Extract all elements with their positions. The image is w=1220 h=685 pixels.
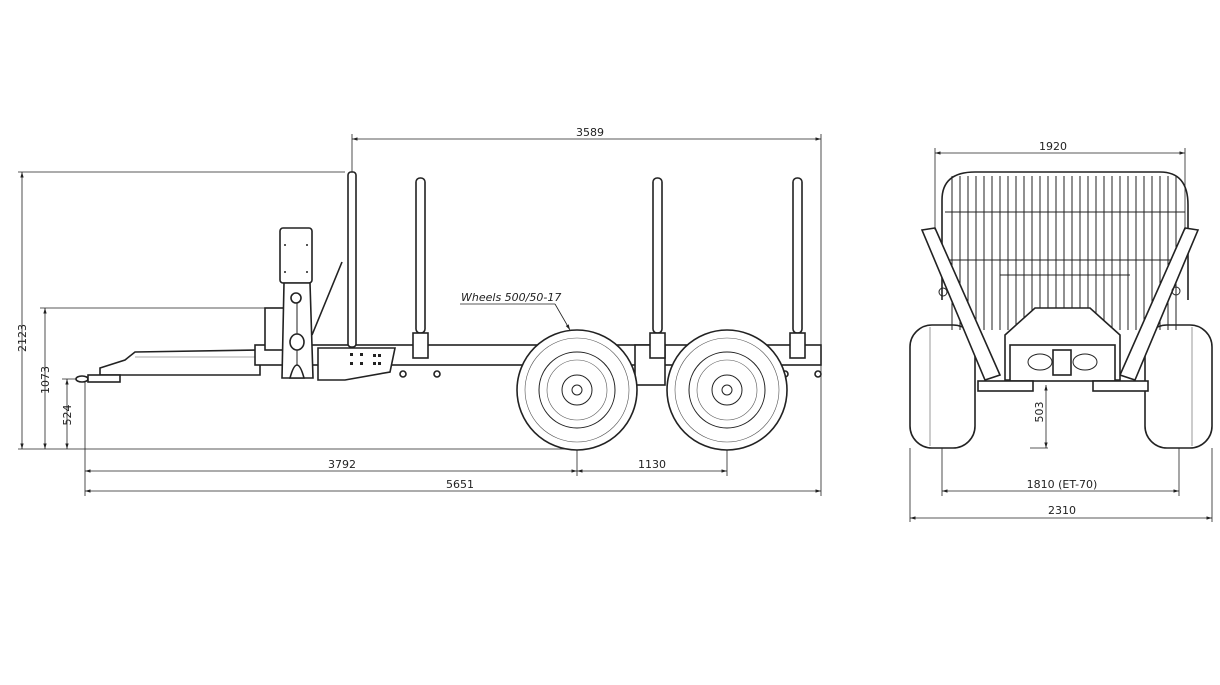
- dim-label-bunk-length: 3589: [576, 126, 604, 139]
- side-view: 2123 1073 524 3792 1130 5651 3589: [16, 126, 822, 496]
- wheel-front: [516, 329, 638, 451]
- dim-label-overall-height: 2123: [16, 324, 29, 352]
- dim-label-overall-width: 2310: [1048, 504, 1076, 517]
- dim-label-frame-height: 1073: [39, 366, 52, 394]
- arm-left: [920, 227, 1002, 381]
- dim-label-ground-clearance: 503: [1033, 402, 1046, 423]
- crane-column: [279, 227, 343, 379]
- stakes: [347, 171, 806, 359]
- dim-label-track-width: 1810 (ET-70): [1027, 478, 1098, 491]
- wheel-rear: [666, 329, 788, 451]
- drawbar: [75, 349, 261, 383]
- dim-label-overall-length: 5651: [446, 478, 474, 491]
- bunk-grille: [941, 171, 1189, 330]
- dim-label-bunk-width: 1920: [1039, 140, 1067, 153]
- dim-label-hitch-height: 524: [61, 405, 74, 426]
- rear-view: 1920 503 1810 (ET-70) 2310: [909, 140, 1213, 522]
- tire-left: [909, 324, 976, 449]
- tire-right: [1144, 324, 1213, 449]
- dim-label-axle-spacing: 1130: [638, 458, 666, 471]
- wheels-label: Wheels 500/50-17: [461, 291, 561, 304]
- dim-label-drawbar-to-axle: 3792: [328, 458, 356, 471]
